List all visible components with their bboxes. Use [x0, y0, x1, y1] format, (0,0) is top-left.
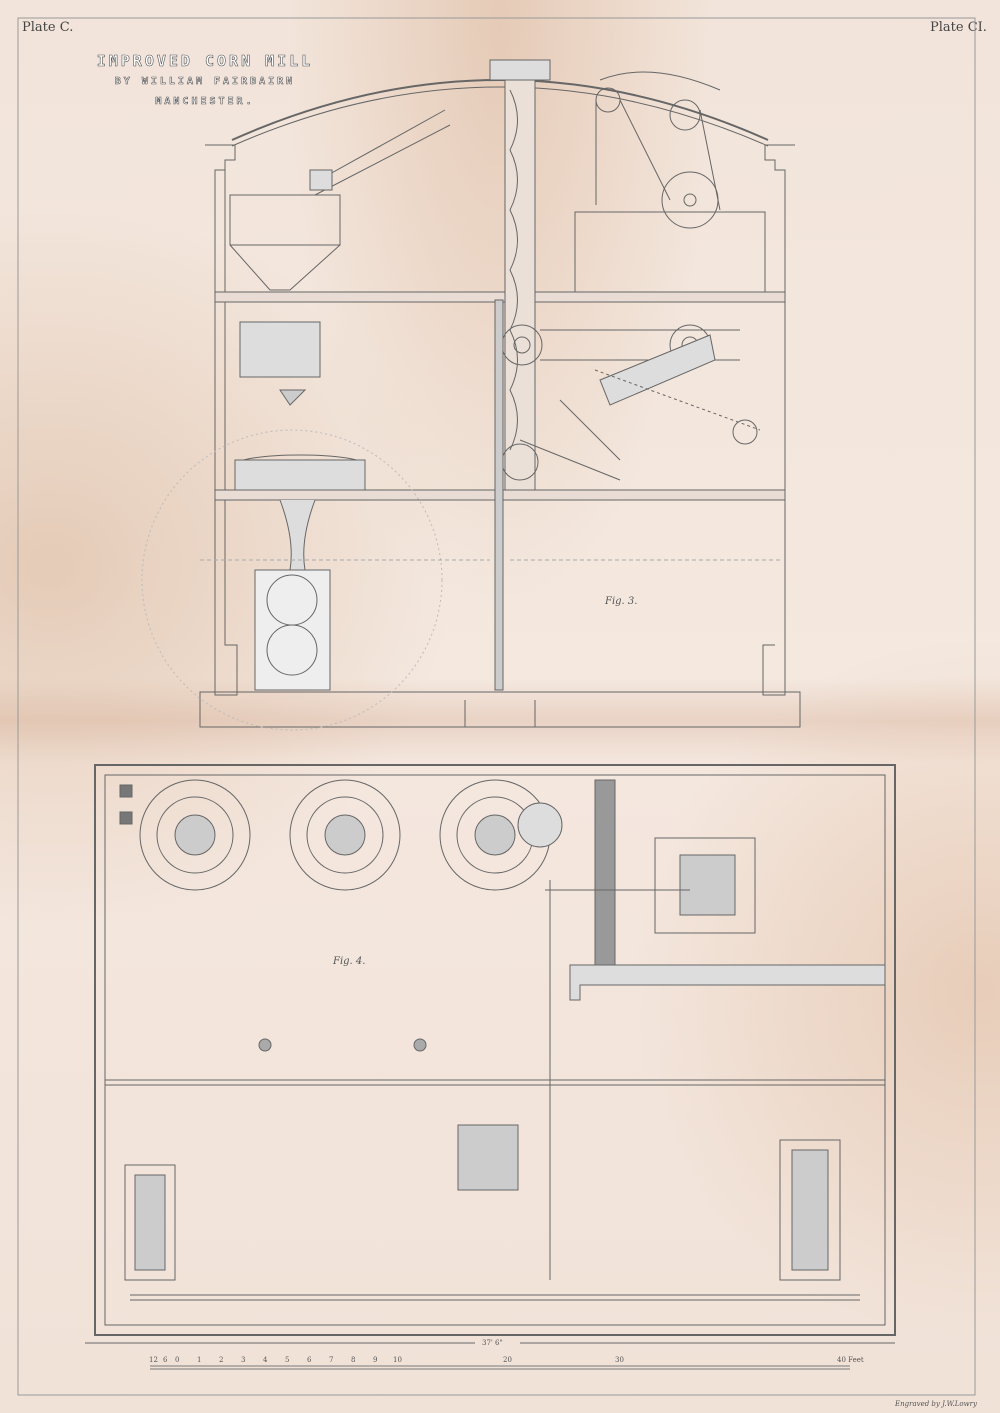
scale-label: 1	[197, 1356, 202, 1364]
scale-label: 10	[393, 1356, 402, 1364]
scale-label: 8	[351, 1356, 356, 1364]
scale-label: 6	[163, 1356, 168, 1364]
title-line-2: BY WILLIAM FAIRBAIRN	[114, 76, 296, 88]
scale-label: 5	[285, 1356, 290, 1364]
plate-frame	[17, 17, 976, 1396]
elevation-drawing	[141, 59, 801, 731]
scale-label: 6	[307, 1356, 312, 1364]
overall-dimension: 37' 6"	[482, 1339, 503, 1347]
plate-number-left: Plate C.	[22, 20, 74, 35]
title-line-1: IMPROVED CORN MILL	[96, 52, 314, 71]
scale-label: 12	[149, 1356, 158, 1364]
scale-bar-labels: 12 6 0 1 2 3 4 5 6 7 8 9 10 20 30 40 Fee…	[0, 1356, 1000, 1366]
figure-4-label: Fig. 4.	[333, 956, 366, 967]
figure-3-label: Fig. 3.	[605, 596, 638, 607]
title-line-3: MANCHESTER.	[155, 96, 255, 108]
scale-bar	[150, 1365, 850, 1370]
scale-label: 2	[219, 1356, 224, 1364]
plan-drawing	[85, 764, 896, 1344]
scale-label: 7	[329, 1356, 334, 1364]
scale-label: 30	[615, 1356, 624, 1364]
scale-label: 0	[175, 1356, 180, 1364]
scale-label: 40 Feet	[837, 1356, 864, 1364]
scale-label: 9	[373, 1356, 378, 1364]
scale-label: 3	[241, 1356, 246, 1364]
plate-number-right: Plate CI.	[930, 20, 987, 35]
scale-label: 20	[503, 1356, 512, 1364]
scale-label: 4	[263, 1356, 268, 1364]
engraver-credit: Engraved by J.W.Lowry	[895, 1400, 977, 1408]
